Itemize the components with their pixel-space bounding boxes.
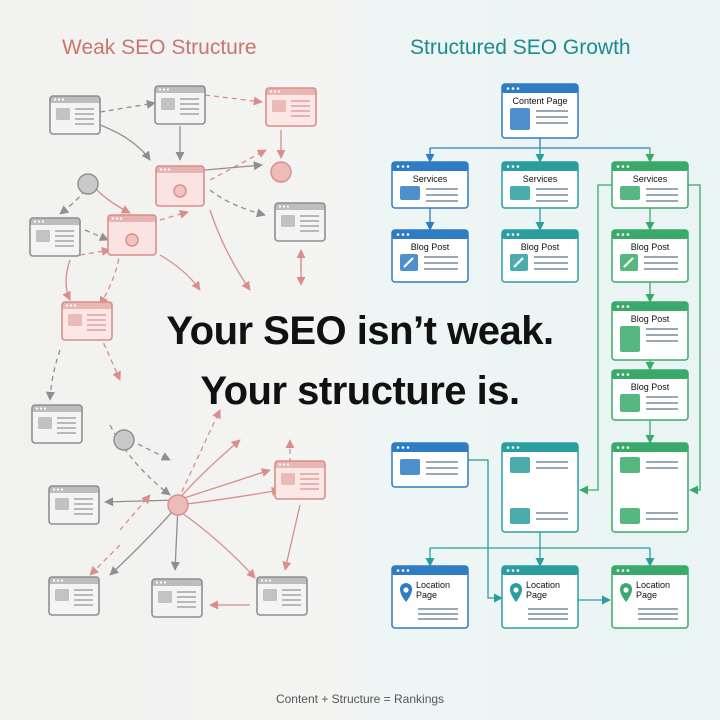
link-arrow bbox=[59, 189, 86, 215]
node-label: Blog Post bbox=[410, 242, 450, 252]
node-label: Services bbox=[632, 174, 668, 184]
image-placeholder-icon bbox=[400, 186, 420, 200]
page-node-red-main bbox=[107, 214, 157, 256]
link-arrow bbox=[84, 229, 109, 241]
image-placeholder-icon bbox=[620, 326, 640, 352]
node-label: Content Page bbox=[512, 96, 568, 106]
blog-post-node bbox=[611, 229, 689, 283]
link-arrow bbox=[204, 161, 263, 171]
link-arrow bbox=[129, 439, 171, 461]
structured-growth-title: Structured SEO Growth bbox=[410, 36, 631, 59]
page-node-red bbox=[61, 301, 113, 341]
image-placeholder-icon bbox=[620, 186, 640, 200]
node-label: Services bbox=[412, 174, 448, 184]
hub-node bbox=[77, 173, 99, 195]
tree-connector bbox=[688, 184, 701, 495]
hub-node bbox=[113, 429, 135, 451]
node-label: Blog Post bbox=[630, 382, 670, 392]
blog-post-node bbox=[391, 229, 469, 283]
location-pin-icon bbox=[620, 583, 632, 602]
location-pin-icon bbox=[510, 583, 522, 602]
link-arrow bbox=[177, 509, 256, 579]
page-node bbox=[29, 217, 81, 257]
link-arrow bbox=[177, 439, 241, 501]
link-arrow bbox=[159, 209, 189, 221]
location-page-node bbox=[391, 565, 469, 629]
blog-post-node bbox=[611, 301, 689, 361]
location-page-node bbox=[611, 565, 689, 629]
page-node bbox=[256, 576, 308, 616]
content-page-node bbox=[501, 83, 579, 139]
link-arrow bbox=[119, 494, 151, 531]
page-node bbox=[151, 578, 203, 618]
footer-tagline: Content + Structure = Rankings bbox=[275, 692, 445, 706]
node-label: Blog Post bbox=[630, 314, 670, 324]
link-arrow bbox=[209, 209, 251, 291]
page-node-red bbox=[274, 460, 326, 500]
node-label: Location Page bbox=[636, 580, 671, 600]
page-node bbox=[48, 485, 100, 525]
node-label: Services bbox=[522, 174, 558, 184]
page-node-red bbox=[265, 87, 317, 127]
link-arrow bbox=[99, 249, 121, 306]
page-node-red-main bbox=[155, 165, 205, 207]
services-node bbox=[501, 161, 579, 209]
page-node-double bbox=[501, 442, 579, 533]
node-label: Location Page bbox=[416, 580, 451, 600]
hub-node-red bbox=[270, 161, 292, 183]
page-node-double bbox=[611, 442, 689, 533]
node-label: Blog Post bbox=[630, 242, 670, 252]
link-arrow bbox=[79, 246, 111, 256]
link-arrow bbox=[159, 254, 201, 291]
weak-structure-title: Weak SEO Structure bbox=[62, 36, 257, 59]
node-label: Location Page bbox=[526, 580, 561, 600]
edit-icon bbox=[400, 254, 418, 271]
link-arrow bbox=[99, 124, 151, 161]
tree-connector bbox=[579, 184, 612, 495]
page-node bbox=[274, 202, 326, 242]
link-arrow bbox=[89, 544, 121, 576]
page-node bbox=[31, 404, 83, 444]
edit-icon bbox=[510, 254, 528, 271]
image-placeholder-icon bbox=[620, 394, 640, 412]
edit-icon bbox=[620, 254, 638, 271]
link-arrow bbox=[177, 409, 221, 501]
services-node bbox=[391, 161, 469, 209]
page-node bbox=[49, 95, 101, 135]
link-arrow bbox=[170, 504, 180, 571]
page-node bbox=[154, 85, 206, 125]
blog-post-node bbox=[501, 229, 579, 283]
blog-post-node bbox=[611, 369, 689, 421]
link-arrow bbox=[204, 94, 263, 106]
tree-connector bbox=[468, 459, 503, 603]
link-arrow bbox=[109, 424, 171, 496]
image-placeholder-icon bbox=[510, 186, 530, 200]
link-arrow bbox=[94, 187, 131, 214]
image-placeholder-icon bbox=[510, 108, 530, 130]
node-label: Blog Post bbox=[520, 242, 560, 252]
location-page-node bbox=[501, 565, 579, 629]
link-arrow bbox=[209, 189, 266, 218]
headline-line-2: Your structure is. bbox=[200, 369, 520, 413]
link-arrow bbox=[177, 486, 281, 506]
page-node bbox=[48, 576, 100, 616]
link-arrow bbox=[62, 259, 71, 301]
link-arrow bbox=[109, 504, 179, 576]
link-arrow bbox=[104, 497, 179, 507]
link-arrow bbox=[209, 149, 267, 181]
headline-line-1: Your SEO isn’t weak. bbox=[166, 309, 554, 353]
link-arrow bbox=[282, 504, 301, 571]
link-arrow bbox=[177, 468, 271, 501]
location-pin-icon bbox=[400, 583, 412, 602]
hub-node-red bbox=[167, 494, 189, 516]
link-arrow bbox=[45, 349, 61, 401]
services-node bbox=[611, 161, 689, 209]
link-arrow bbox=[99, 99, 156, 113]
page-node bbox=[391, 442, 469, 488]
